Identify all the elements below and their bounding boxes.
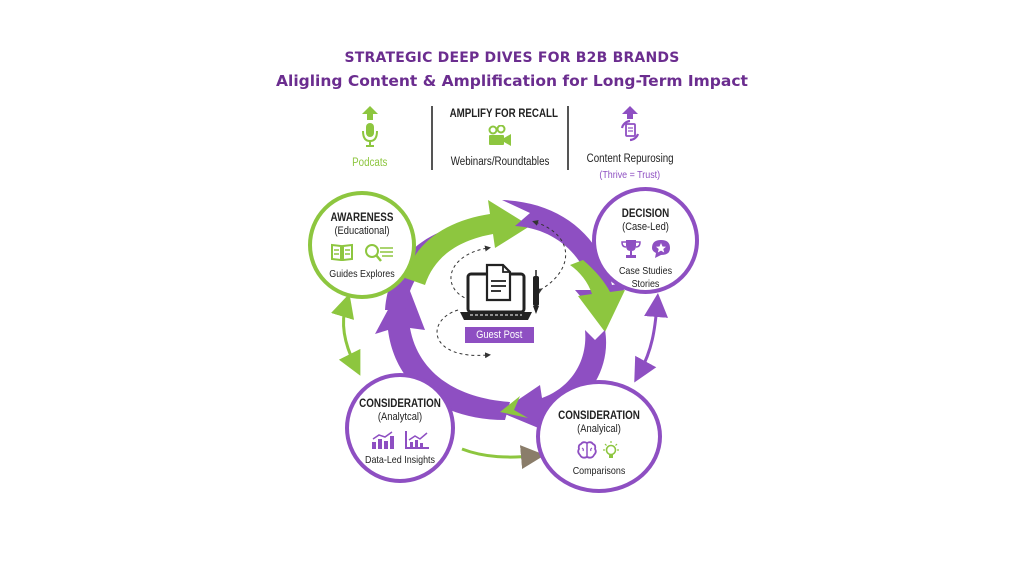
green-bottom-arrow — [461, 445, 545, 469]
stage-consideration-right: CONSIDERATION (Analyical) Comparisons — [536, 380, 662, 493]
magnify-list-icon — [365, 244, 393, 262]
stage-subtitle: (Analyical) — [577, 423, 621, 435]
amplify-heading: AMPLIFY FOR RECALL — [449, 108, 558, 120]
repurposing-label: Content Repurosing — [586, 153, 674, 165]
stage-consideration-left: CONSIDERATION (Analytcal) Data-Led Insig… — [345, 373, 455, 483]
line-chart-icon — [405, 431, 429, 449]
podcast-up-arrow-icon — [362, 106, 378, 147]
video-camera-icon — [488, 124, 511, 146]
webinars-label: Webinars/Roundtables — [450, 156, 550, 168]
amplify-item-repurposing: Content Repurosing (Thrive = Trust) — [575, 106, 685, 183]
ring-arrow-left — [375, 278, 510, 420]
stage-decision: DECISION (Case-Led) Case Studies Stories — [592, 187, 699, 294]
green-double-arrow — [331, 293, 361, 376]
stage-awareness: AWARENESS (Educational) Guides Explores — [308, 191, 416, 299]
dashed-connector — [436, 309, 491, 359]
guest-post-label: Guest Post — [465, 327, 534, 343]
trophy-icon — [620, 240, 641, 258]
divider — [431, 106, 433, 170]
bar-chart-trend-icon — [372, 431, 394, 449]
stage-title: AWARENESS — [330, 210, 394, 224]
recycle-document-icon — [620, 119, 640, 142]
stage-subtitle: (Analytcal) — [377, 411, 423, 423]
ring-arrow-top-green — [405, 200, 530, 285]
laptop-document-pen-icon — [460, 263, 539, 320]
stage-title: CONSIDERATION — [359, 396, 441, 410]
star-speech-bubble-icon — [651, 240, 670, 258]
diagram-title: STRATEGIC DEEP DIVES FOR B2B BRANDS — [344, 50, 680, 66]
ring-arrow-right-green — [570, 260, 625, 332]
book-icon — [331, 243, 353, 261]
stage-footer: Data-Led Insights — [365, 454, 435, 466]
stage-footer: Stories — [631, 278, 660, 290]
amplify-item-podcasts: Podcats — [330, 106, 410, 171]
repurposing-note: (Thrive = Trust) — [599, 169, 661, 181]
ring-arrow-bottom-green — [500, 396, 528, 418]
stage-title: CONSIDERATION — [558, 408, 640, 422]
amplify-item-webinars: AMPLIFY FOR RECALL Webinars/Roundtables — [440, 104, 560, 170]
stage-subtitle: (Case-Led) — [622, 221, 669, 233]
stage-footer: Guides Explores — [329, 268, 395, 280]
divider — [567, 106, 569, 170]
podcasts-label: Podcats — [352, 157, 388, 169]
guest-post-text: Guest Post — [476, 329, 523, 341]
stage-title: DECISION — [621, 206, 670, 220]
brain-icon — [577, 441, 597, 459]
lightbulb-icon — [603, 441, 619, 458]
stage-footer: Comparisons — [572, 465, 626, 477]
diagram-subtitle: Aligling Content & Amplification for Lon… — [276, 72, 748, 90]
dashed-connector — [450, 245, 491, 304]
stage-footer: Case Studies — [618, 265, 673, 277]
microphone-icon — [366, 123, 374, 137]
repurpose-up-arrow-icon — [620, 106, 640, 142]
purple-double-arrow — [634, 293, 669, 383]
stage-subtitle: (Educational) — [334, 225, 390, 237]
ring-arrow-right-bottom — [500, 330, 607, 432]
